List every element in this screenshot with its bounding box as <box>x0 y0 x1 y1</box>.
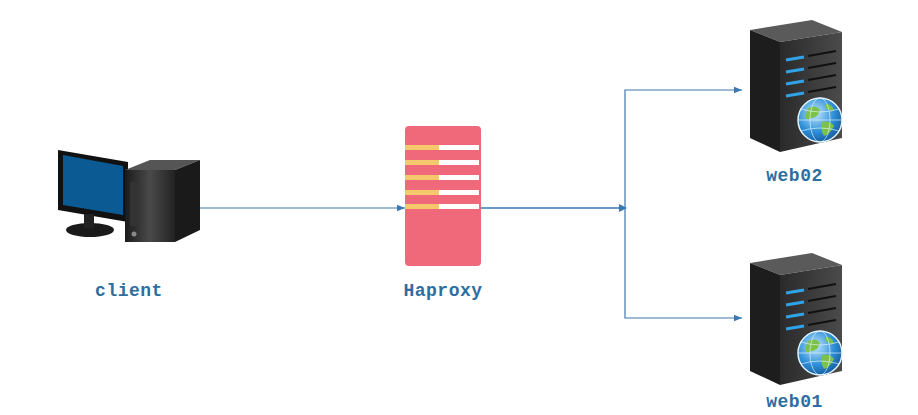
connector-arrow <box>200 207 405 208</box>
connector-arrow <box>481 208 742 318</box>
node-label: client <box>95 281 163 301</box>
connector-arrow <box>481 90 742 208</box>
load-balancer: Haproxy <box>405 126 481 266</box>
web-server: web01 <box>742 253 847 385</box>
web-server: web02 <box>742 20 847 152</box>
node-label: Haproxy <box>403 281 482 301</box>
node-label: web01 <box>766 392 823 412</box>
node-label: web02 <box>766 166 823 186</box>
client-computer: client <box>58 150 200 242</box>
